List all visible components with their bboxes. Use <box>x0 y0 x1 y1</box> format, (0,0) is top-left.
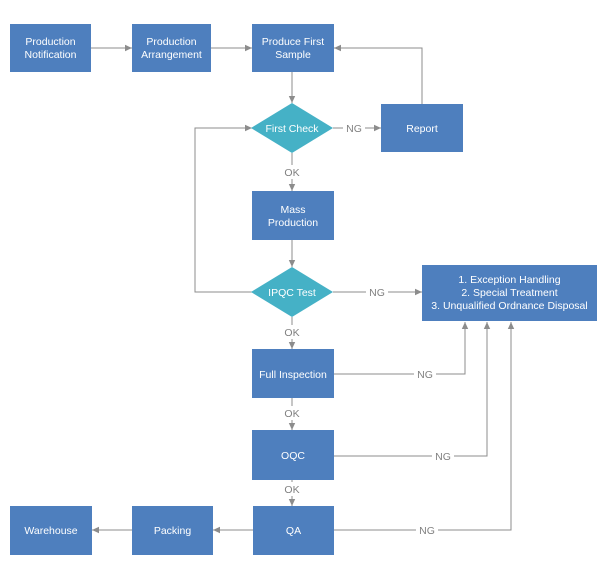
nodes: Production Notification Production Arran… <box>10 24 597 555</box>
node-warehouse: Warehouse <box>10 506 92 555</box>
node-production-notification: Production Notification <box>10 24 91 72</box>
edge-labels: NG OK NG OK NG OK NG OK NG <box>282 121 454 537</box>
label-ipqc-ng: NG <box>369 287 385 299</box>
node-mass-production-line-1: Mass <box>280 204 305 216</box>
label-first-check-ng: NG <box>346 123 362 135</box>
node-exception-handling-line-1: 1. Exception Handling <box>458 274 560 286</box>
node-full-inspection: Full Inspection <box>252 349 334 398</box>
node-production-arrangement-line-2: Arrangement <box>141 49 202 61</box>
node-report: Report <box>381 104 463 152</box>
node-qa-label: QA <box>286 525 301 537</box>
node-produce-first-sample-line-2: Sample <box>275 49 311 61</box>
node-mass-production: Mass Production <box>252 191 334 240</box>
node-produce-first-sample: Produce First Sample <box>252 24 334 72</box>
edge-full-inspection-exception <box>334 322 469 375</box>
node-qa: QA <box>253 506 334 555</box>
node-packing-label: Packing <box>154 525 192 537</box>
label-ipqc-ok: OK <box>284 327 299 339</box>
node-warehouse-label: Warehouse <box>24 525 77 537</box>
node-mass-production-line-2: Production <box>268 217 318 229</box>
node-ipqc-test: IPQC Test <box>251 267 333 317</box>
label-oqc-ok: OK <box>284 484 299 496</box>
node-packing: Packing <box>132 506 213 555</box>
label-first-check-ok: OK <box>284 167 299 179</box>
label-qa-ng: NG <box>419 525 435 537</box>
node-full-inspection-label: Full Inspection <box>259 369 327 381</box>
node-production-notification-line-2: Notification <box>25 49 77 61</box>
node-oqc: OQC <box>252 430 334 480</box>
edge-oqc-exception <box>334 322 491 457</box>
node-exception-handling-line-3: 3. Unqualified Ordnance Disposal <box>431 300 587 312</box>
node-production-arrangement: Production Arrangement <box>132 24 211 72</box>
label-oqc-ng: NG <box>435 451 451 463</box>
edge-report-first-sample <box>334 44 423 104</box>
edge-ipqc-loop-first-check <box>194 124 253 293</box>
label-full-inspection-ng: NG <box>417 369 433 381</box>
node-produce-first-sample-line-1: Produce First <box>262 36 325 48</box>
node-report-label: Report <box>406 123 438 135</box>
node-exception-handling-line-2: 2. Special Treatment <box>461 287 557 299</box>
edge-qa-exception <box>334 322 515 531</box>
node-ipqc-test-label: IPQC Test <box>268 287 316 299</box>
node-first-check-label: First Check <box>265 123 319 135</box>
label-full-inspection-ok: OK <box>284 408 299 420</box>
node-production-notification-line-1: Production <box>25 36 75 48</box>
node-exception-handling: 1. Exception Handling 2. Special Treatme… <box>422 265 597 321</box>
node-production-arrangement-line-1: Production <box>146 36 196 48</box>
node-oqc-label: OQC <box>281 450 305 462</box>
node-first-check: First Check <box>251 103 333 153</box>
